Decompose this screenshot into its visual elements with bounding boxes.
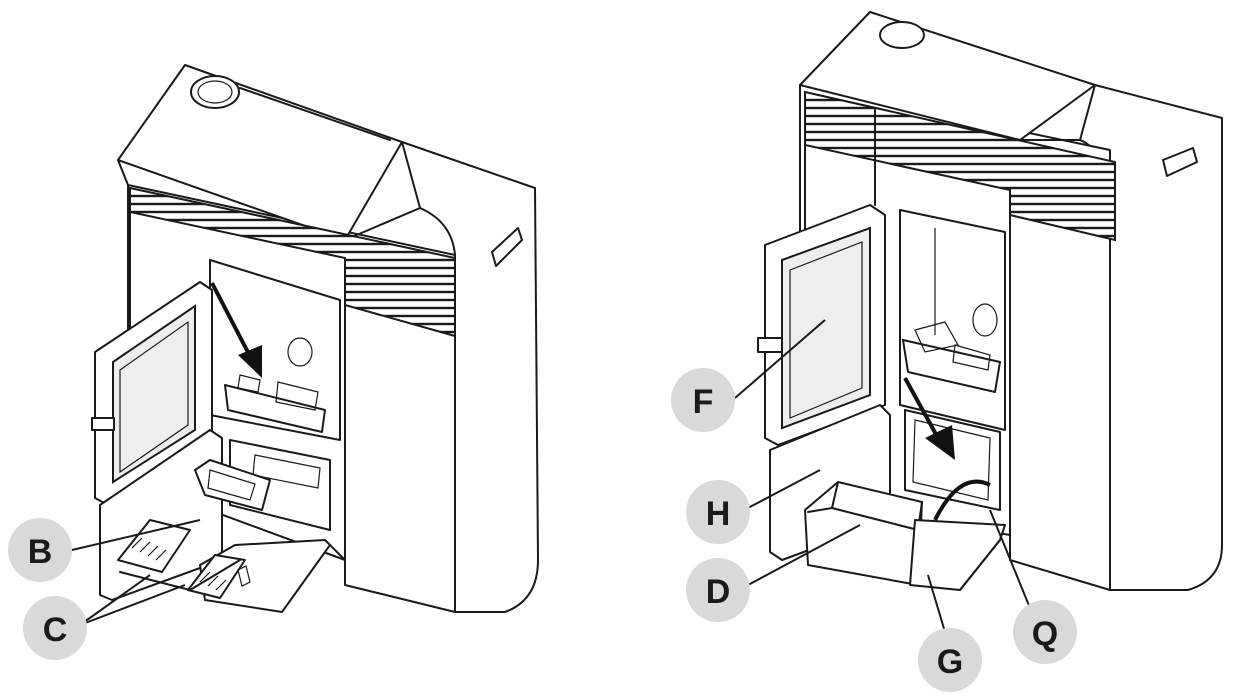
right-stove-arrow-down bbox=[903, 377, 940, 439]
right-stove-ash-drawer bbox=[804, 481, 923, 586]
left-stove-top-lid bbox=[117, 64, 403, 241]
right-stove-side-handle bbox=[1162, 147, 1198, 177]
svg-text:Q: Q bbox=[1032, 615, 1058, 653]
right-stove-door-handle bbox=[757, 337, 783, 353]
callout-H: H bbox=[686, 480, 750, 544]
left-stove-arrow bbox=[210, 282, 254, 361]
svg-text:C: C bbox=[43, 611, 68, 649]
svg-text:B: B bbox=[28, 533, 53, 571]
left-stove-brazier-seated bbox=[224, 384, 326, 433]
svg-text:F: F bbox=[693, 383, 714, 421]
left-stove-side-handle bbox=[491, 227, 523, 267]
left-stove-side-panel bbox=[401, 141, 539, 613]
callout-F: F bbox=[671, 368, 735, 432]
callout-C: C bbox=[23, 596, 87, 660]
callout-B: B bbox=[8, 518, 72, 582]
right-stove bbox=[757, 11, 1223, 591]
svg-text:D: D bbox=[706, 573, 731, 611]
right-stove-brazier bbox=[902, 339, 1001, 393]
right-stove-arrow-curved bbox=[933, 479, 991, 521]
right-stove-tray bbox=[909, 519, 1006, 591]
right-stove-top-lid bbox=[799, 11, 1096, 141]
callout-D: D bbox=[686, 558, 750, 622]
left-stove-door-handle bbox=[91, 417, 115, 431]
right-stove-flue-ring bbox=[879, 21, 925, 49]
svg-text:H: H bbox=[706, 495, 731, 533]
left-stove bbox=[91, 64, 539, 613]
callout-Q: Q bbox=[1013, 600, 1077, 664]
svg-text:G: G bbox=[937, 643, 963, 681]
callouts: B C F H D G bbox=[8, 319, 1077, 692]
callout-G: G bbox=[918, 628, 982, 692]
